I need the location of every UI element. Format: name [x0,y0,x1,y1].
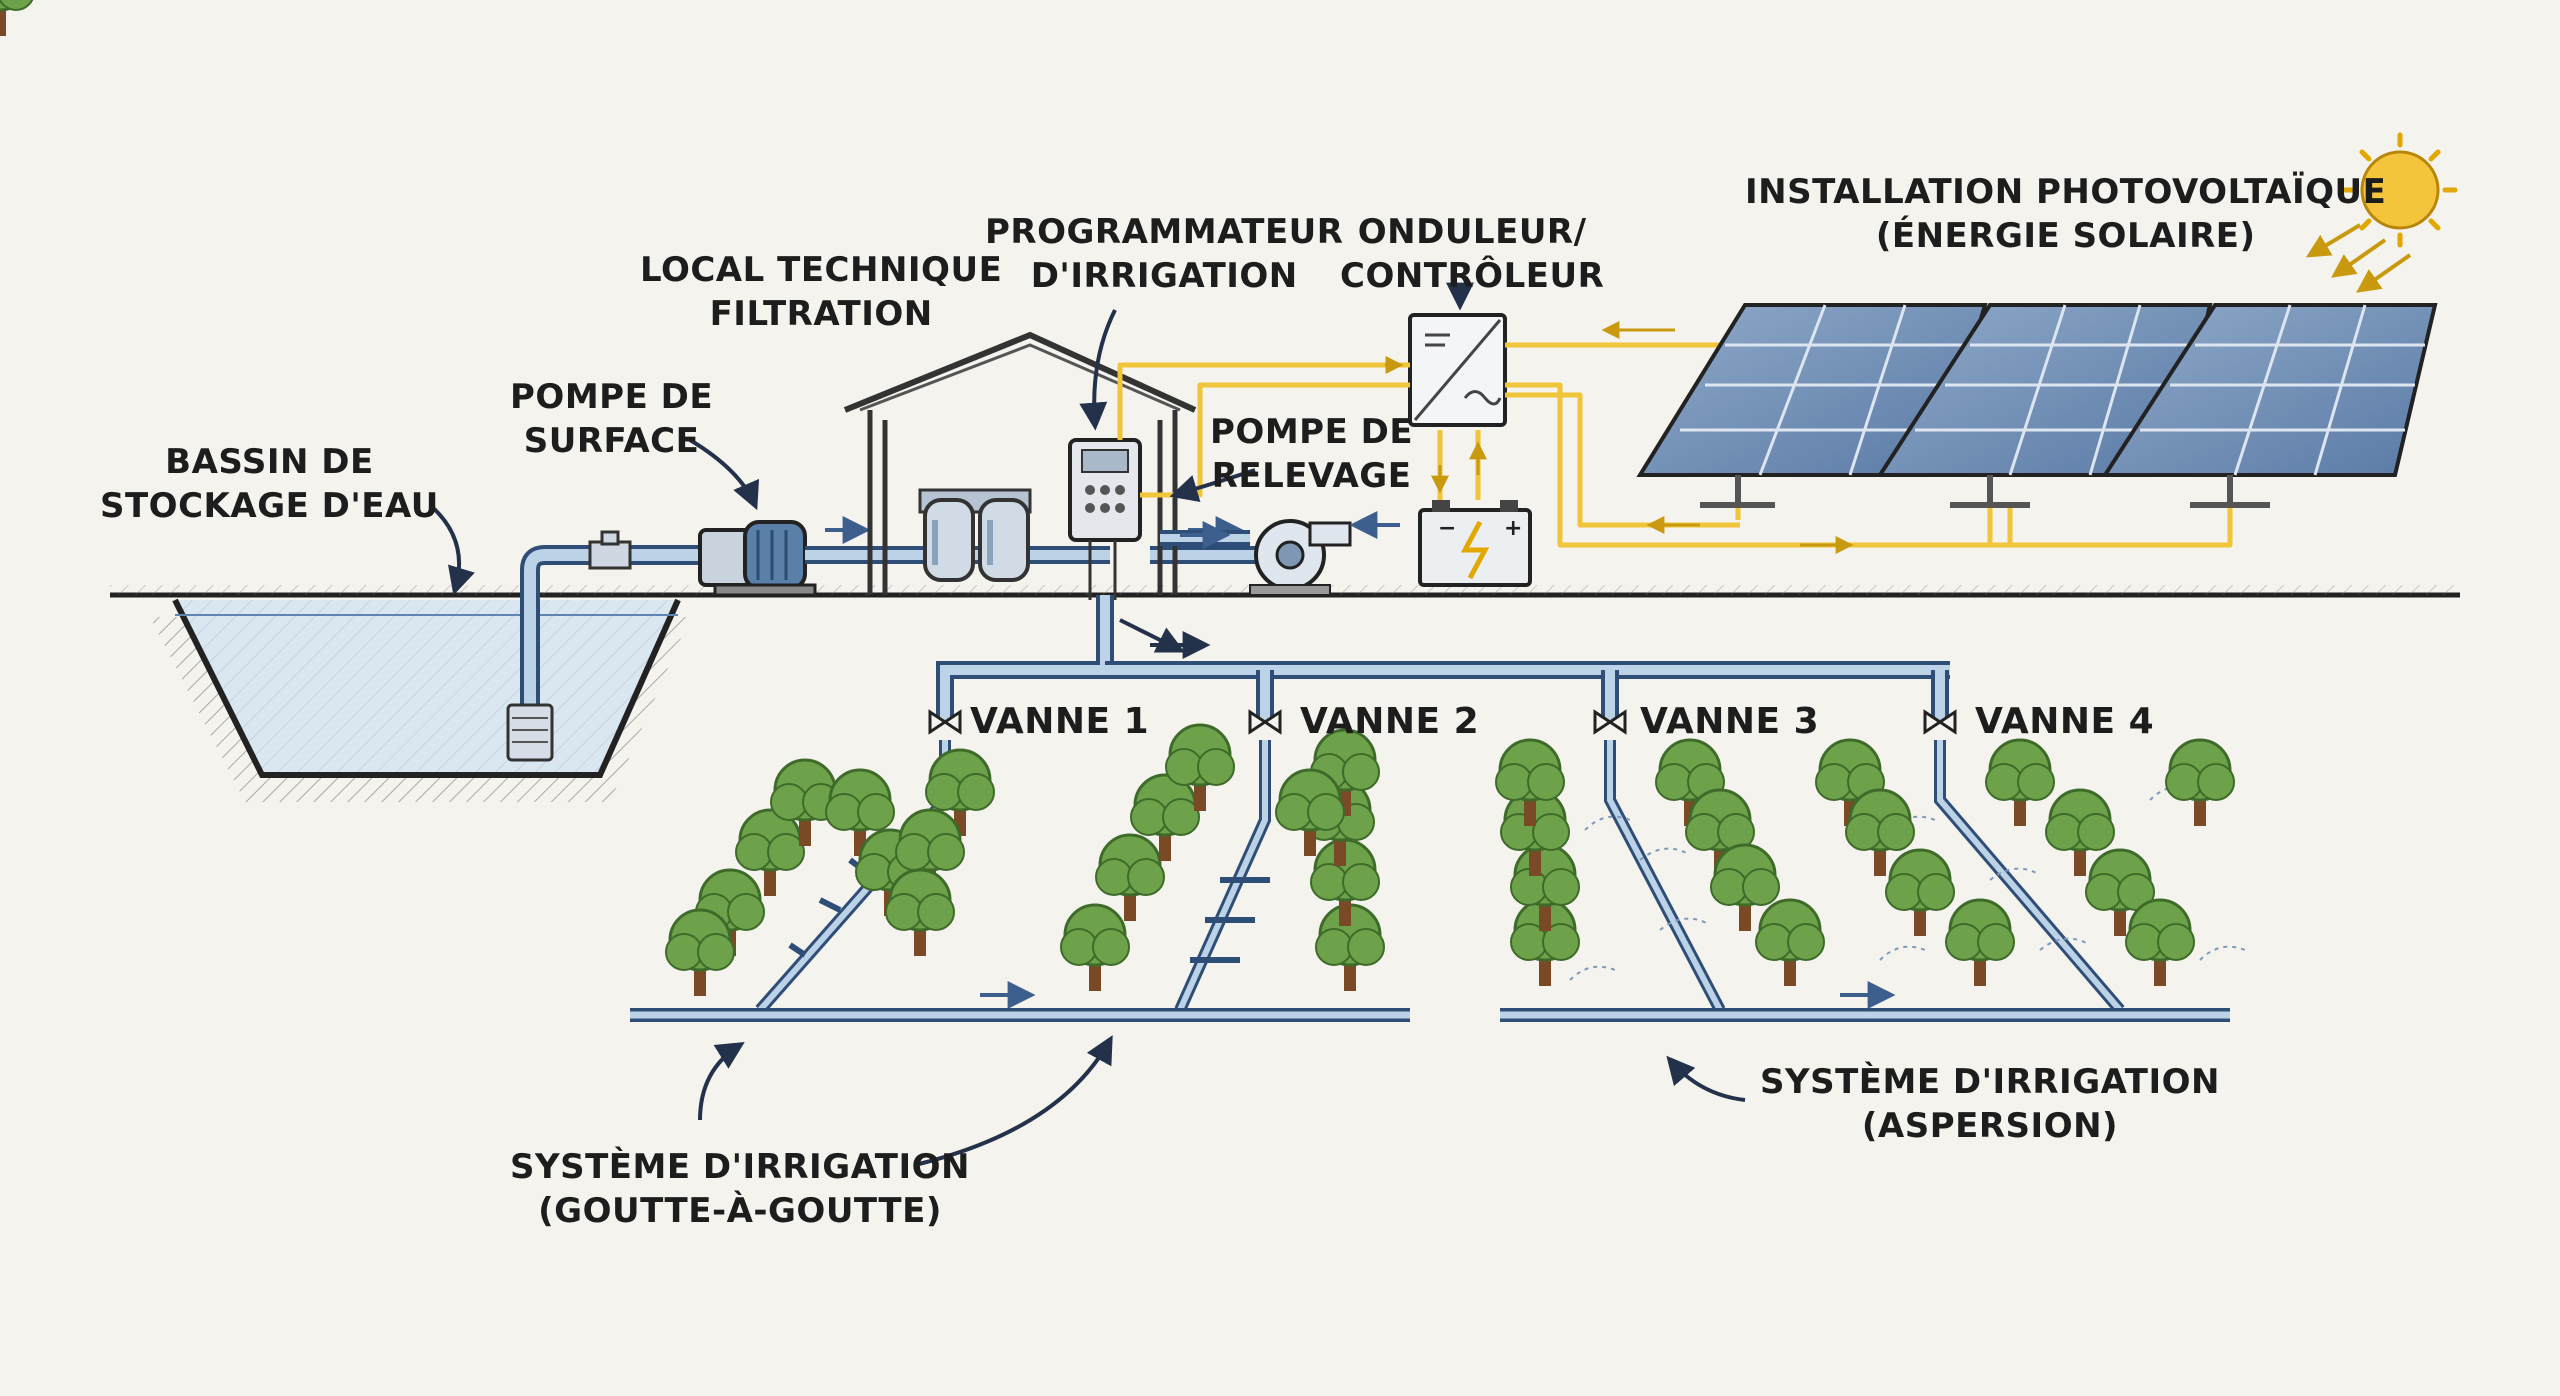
suction-pipe [506,530,710,762]
svg-text:−: − [1438,516,1456,541]
valve-2-label: VANNE 2 [1300,701,1480,742]
lift-pump-label-line2: RELEVAGE [1211,456,1412,496]
technical-room [843,331,1197,595]
surface-pump-icon [698,520,817,597]
inverter-label-line2: CONTRÔLEUR [1340,256,1605,296]
controller-label-line2: D'IRRIGATION [1030,256,1298,296]
surface-pump-label: POMPE DE SURFACE [510,375,713,463]
solar-panel-icon [1636,303,2438,508]
controller-label: PROGRAMMATEUR D'IRRIGATION [985,210,1343,298]
lift-pump-icon [1160,511,1400,596]
lift-pump-label: POMPE DE RELEVAGE [1210,410,1413,498]
water-basin [150,598,690,802]
sprinkler-system-label: SYSTÈME D'IRRIGATION (ASPERSION) [1760,1060,2220,1148]
drip-system-label: SYSTÈME D'IRRIGATION (GOUTTE-À-GOUTTE) [510,1145,970,1233]
filter-icon [918,488,1032,582]
callout-arrows [428,282,1746,1167]
valve-1-label: VANNE 1 [970,701,1150,742]
valve-icon [928,709,1957,735]
basin-label-line1: BASSIN DE [165,442,374,482]
surface-pump-label-line2: SURFACE [523,421,700,461]
valve-3-label: VANNE 3 [1640,701,1820,742]
basin-label: BASSIN DE STOCKAGE D'EAU [100,440,439,528]
tree-icon [0,0,2236,998]
technical-room-label: LOCAL TECHNIQUE FILTRATION [640,248,1002,336]
solar-label-line1: INSTALLATION PHOTOVOLTAÏQUE [1745,172,2387,212]
sprinkler-system-label-line1: SYSTÈME D'IRRIGATION [1760,1062,2220,1102]
technical-room-label-line2: FILTRATION [709,294,933,334]
solar-label: INSTALLATION PHOTOVOLTAÏQUE (ÉNERGIE SOL… [1745,170,2386,258]
controller-icon [1068,438,1142,600]
lift-pump-label-line1: POMPE DE [1210,412,1414,452]
inverter-label: ONDULEUR/ CONTRÔLEUR [1340,210,1604,298]
basin-label-line2: STOCKAGE D'EAU [100,486,439,526]
controller-label-line1: PROGRAMMATEUR [985,212,1344,252]
drip-system-label-line1: SYSTÈME D'IRRIGATION [510,1147,970,1187]
technical-room-label-line1: LOCAL TECHNIQUE [640,250,1003,290]
electric-arrows [1385,223,2412,554]
inverter-icon [1408,313,1507,427]
drip-system-label-line2: (GOUTTE-À-GOUTTE) [538,1191,942,1231]
solar-label-line2: (ÉNERGIE SOLAIRE) [1875,216,2256,256]
distribution-pipe [936,595,1950,720]
inverter-label-line1: ONDULEUR/ [1357,212,1587,252]
sun-icon [2342,132,2458,248]
surface-pump-label-line1: POMPE DE [510,377,714,417]
battery-icon: − + [1418,500,1532,587]
valve-4-label: VANNE 4 [1975,701,2155,742]
sprinkler-system-label-line2: (ASPERSION) [1861,1106,2119,1146]
svg-text:+: + [1504,516,1522,541]
sprinkler-laterals [1500,740,2246,1022]
